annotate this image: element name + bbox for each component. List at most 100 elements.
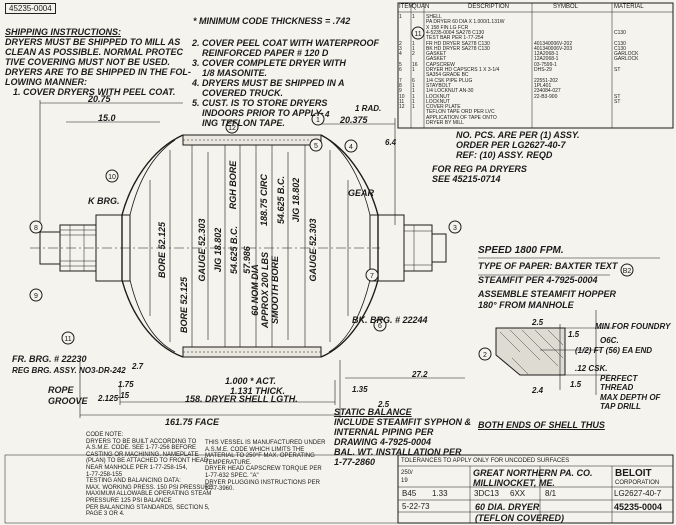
bom-cell: 1/4 CSK PIPE PLUG <box>426 77 473 84</box>
bom-cell: FR HD DRYER SA278 C130 <box>426 40 490 47</box>
callout-number: 4 <box>349 144 353 151</box>
shipping-step: 5. CUST. IS TO STORE DRYERS <box>192 98 328 108</box>
tb-code-1: B45 <box>402 489 417 498</box>
bom-cell: C130 <box>614 29 626 36</box>
tb-code-2: 1.33 <box>432 489 448 498</box>
bom-cell: GASKET <box>426 56 447 63</box>
callout-circle <box>225 120 239 134</box>
detail-o6c: O6C. <box>600 336 619 345</box>
note-ref: REF: (10) ASSY. REQD <box>456 150 553 160</box>
dim-bore-left: BORE 52.125 <box>179 276 189 333</box>
bom-cell: 5 <box>399 61 402 68</box>
bom-row: TEFLON TAPE ORD PER LVC <box>398 109 673 116</box>
bom-cell: 10 <box>399 93 405 100</box>
label-bk-brg: BK. BRG. # 22244 <box>352 315 428 325</box>
tb-code-3: 3DC13 <box>474 489 499 498</box>
shipping-title: SHIPPING INSTRUCTIONS: <box>5 27 122 37</box>
bom-cell: 401340006V-203 <box>534 45 573 52</box>
tb-tolerances: TOLERANCES TO APPLY ONLY FOR UNCODED SUR… <box>401 458 570 464</box>
bom-cell: TEST BAR PER 1-77-254 <box>426 35 484 42</box>
shipping-step: 4. DRYERS MUST BE SHIPPED IN A <box>192 78 345 88</box>
back-journal <box>403 224 433 272</box>
bom-cell: SHELL <box>426 14 442 20</box>
detail-15b: 1.5 <box>570 380 582 389</box>
bom-cell: 03-7599-1 <box>534 61 557 68</box>
note-order: ORDER PER LG2627-40-7 <box>456 140 566 150</box>
bom-cell: 11 <box>399 98 405 105</box>
bom-cell: 6 <box>412 77 415 84</box>
bom-row: X 158 FIN LG FCR <box>398 25 673 32</box>
shipping-steps: 2. COVER PEEL COAT WITH WATERPROOF REINF… <box>192 38 379 128</box>
bom-cell: 3 <box>399 45 402 52</box>
bom-cell: 1 <box>412 104 415 111</box>
bom-cell: 9 <box>399 88 402 95</box>
dim-135: 1.35 <box>352 385 368 394</box>
detail-foundry: MIN FOR FOUNDRY <box>595 322 671 331</box>
note-pcs: NO. PCS. ARE PER (1) ASSY. <box>456 130 580 140</box>
shipping-step: ING TEFLON TAPE. <box>202 118 285 128</box>
shipping-step: 2. COVER PEEL COAT WITH WATERPROOF <box>192 38 380 48</box>
bom-cell: CAPSCREW <box>426 61 455 68</box>
dim-nom-dia: 60 NOM DIA <box>250 264 260 316</box>
bom-cell: 1 <box>399 14 402 20</box>
dim-bore-left-2: BORE 52.125 <box>157 221 167 278</box>
code-note-line: TEMPERATURE. <box>205 459 252 466</box>
detail-depth: MAX DEPTH OF <box>600 393 661 402</box>
bom-cell: 12A2068-1 <box>534 56 559 63</box>
shipping-instructions: SHIPPING INSTRUCTIONS: DRYERS MUST BE SH… <box>5 27 191 97</box>
dim-smooth-bore: SMOOTH BORE <box>270 255 280 324</box>
front-head <box>121 134 184 358</box>
bom-cell: SA354 GRADE BC <box>426 72 469 79</box>
bom-cell: APPLICATION OF TAPE ONTO <box>426 114 497 121</box>
static-balance-note: STATIC BALANCE INCLUDE STEAMFIT SYPHON &… <box>334 407 471 467</box>
detail-25: 2.5 <box>532 318 544 327</box>
code-note-line: MAXIMUM ALLOWABLE OPERATING STEAM <box>86 491 212 498</box>
tb-beloit-sub: CORPORATION <box>615 480 660 486</box>
shipping-step: 1/8 MASONITE. <box>202 68 268 78</box>
bom-cell: 1 <box>412 88 415 95</box>
dim-weight: APPROX 200 LBS <box>260 252 270 329</box>
bom-cell: 4 <box>399 51 402 58</box>
tb-order-ref: LG2627-40-7 <box>614 489 662 498</box>
bom-cell: C130 <box>614 40 626 47</box>
bom-cell: C130 <box>614 45 626 52</box>
shipping-line: DRYERS MUST BE SHIPPED TO MILL AS <box>5 37 181 47</box>
bom-cell: GARLOCK <box>614 56 639 63</box>
detail-perfect: PERFECT <box>600 374 638 383</box>
code-notes-middle: THIS VESSEL IS MANUFACTURED UNDER A.S.M.… <box>205 440 325 493</box>
dim-bc-right: 54.625 B.C. <box>276 176 286 224</box>
bom-cell: 2 <box>399 40 402 47</box>
shipping-step: REINFORCED PAPER # 120 D <box>202 48 329 58</box>
bom-cell: 1PL401 <box>534 82 552 89</box>
balance-line: BAL. WT. INSTALLATION PER <box>334 447 462 457</box>
bom-cell: PA DRYER 60 DIA X 1.000/1.131W <box>426 19 505 26</box>
spec-manhole: 180° FROM MANHOLE <box>478 300 574 310</box>
spec-speed: SPEED 1800 FPM. <box>478 245 564 256</box>
callout-number: 12 <box>228 125 236 132</box>
bom-row: DRYER BY MILL <box>398 120 673 127</box>
code-note-line: PAGE 3 OR 4. <box>86 511 125 518</box>
callout-number: 1 <box>316 117 320 124</box>
callout-number: 6 <box>378 323 382 330</box>
dim-thickness-b: 1.131 THICK. <box>230 386 286 396</box>
callout-circle <box>373 318 387 332</box>
dim-20375: 20.375 <box>340 115 368 125</box>
label-rope: ROPE <box>48 385 74 395</box>
code-note-line: MAX. WORKING PRESS. 150 PSI PRESSURE. <box>86 484 215 491</box>
shipping-line: TIVE COVERING MUST NOT BE USED. <box>5 57 171 67</box>
bom-cell: 7 <box>399 77 402 84</box>
dim-bc-left: 54.625 B.C. <box>229 226 239 274</box>
code-note-line: DRYER PLUGGING INSTRUCTIONS PER <box>205 479 320 486</box>
dim-175: 1.75 <box>118 380 134 389</box>
callout-number: 8 <box>34 225 38 232</box>
dim-thickness-a: 1.000 * ACT. <box>225 376 277 386</box>
bom-cell: BK HD DRYER SA278 C130 <box>426 45 490 52</box>
